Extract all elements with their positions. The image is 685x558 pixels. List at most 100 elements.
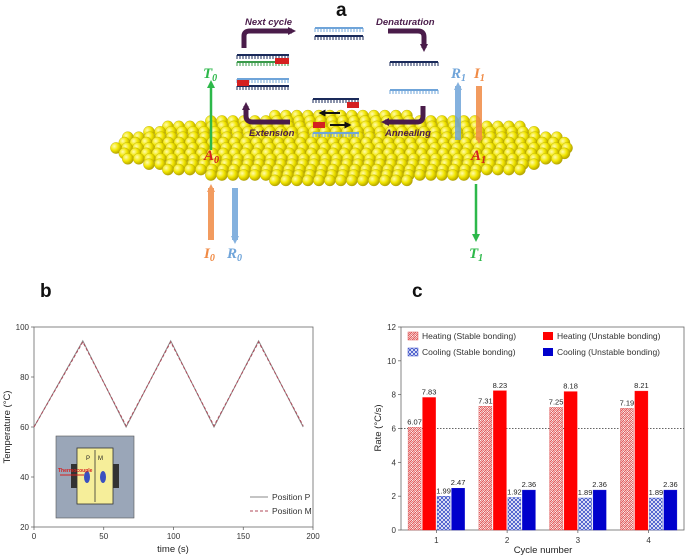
x-tick-label-b: 150: [237, 532, 251, 541]
y-tick-label-c: 8: [392, 391, 397, 400]
gold-nanoparticle: [447, 169, 459, 181]
gold-nanoparticle: [291, 174, 303, 187]
data-label-heating-stable: 7.31: [478, 396, 493, 405]
panel-letter-c: c: [412, 281, 423, 302]
gold-nanoparticle: [249, 169, 261, 181]
bar-cooling-stable: [649, 497, 663, 531]
legend-swatch-cooling-stable: [407, 347, 419, 357]
data-label-cooling-unstable: 2.47: [451, 478, 466, 487]
step-next-cycle: Next cycle: [245, 17, 293, 28]
ylabel-b: Temperature (°C): [2, 391, 13, 464]
legend-c: Heating (Stable bonding) Heating (Unstab…: [407, 331, 661, 357]
gold-nanoparticle: [357, 174, 369, 187]
bar-heating-stable: [549, 407, 563, 531]
y-tick-label-c: 0: [392, 526, 397, 535]
bar-heating-unstable: [422, 397, 436, 531]
gold-nanoparticle: [346, 174, 358, 187]
x-tick-label-c: 4: [646, 536, 651, 545]
bar-heating-unstable: [634, 390, 649, 531]
x-tick-label-c: 3: [576, 536, 581, 545]
next-cycle-arrow: [241, 27, 296, 48]
bar-heating-unstable: [563, 391, 578, 531]
x-tick-label-b: 50: [99, 532, 108, 541]
legend-label-cooling-stable: Cooling (Stable bonding): [422, 347, 516, 357]
bar-cooling-stable: [436, 496, 451, 531]
annealing-arrow: [381, 106, 426, 126]
step-denaturation: Denaturation: [376, 17, 435, 28]
y-tick-label-c: 10: [387, 357, 396, 366]
y-tick-label-c: 6: [392, 425, 397, 434]
bar-heating-stable: [620, 408, 634, 531]
primer-block: [313, 122, 325, 128]
inset-position-m: M: [98, 456, 103, 462]
y-tick-label-b: 40: [20, 473, 29, 482]
bar-cooling-stable: [578, 497, 592, 531]
data-label-heating-unstable: 8.18: [563, 382, 578, 391]
gold-nanoparticle: [184, 163, 196, 176]
label-r0: R0: [226, 246, 242, 264]
data-label-heating-stable: 7.25: [549, 397, 564, 406]
x-tick-label-b: 0: [32, 532, 37, 541]
data-label-heating-unstable: 7.83: [422, 388, 437, 397]
y-tick-label-b: 100: [16, 323, 30, 332]
denaturation-arrow: [388, 28, 428, 52]
gold-nanoparticle: [173, 163, 185, 176]
y-tick-label-c: 12: [387, 323, 396, 332]
gold-nanoparticle: [401, 174, 413, 187]
legend-label-cooling-unstable: Cooling (Unstable bonding): [557, 347, 660, 357]
gold-nanoparticle: [540, 153, 552, 165]
extension-arrow: [242, 102, 290, 125]
gold-nanoparticle: [414, 169, 426, 181]
gold-nanoparticle: [324, 174, 336, 187]
label-a1: A1: [470, 148, 486, 166]
bar-cooling-unstable: [451, 488, 465, 531]
step-extension: Extension: [249, 128, 295, 139]
data-label-cooling-stable: 1.89: [578, 488, 593, 497]
panel-a: a Next cycle Denaturation Extension Anne…: [110, 0, 573, 264]
gold-nanoparticle: [514, 163, 526, 176]
y-tick-label-b: 60: [20, 423, 29, 432]
gold-nanoparticle: [379, 174, 391, 187]
gold-nanoparticle-surface: [110, 109, 573, 187]
panel-letter-a: a: [336, 0, 347, 21]
data-label-cooling-unstable: 2.36: [663, 480, 678, 489]
label-r1: R1: [450, 66, 466, 84]
data-label-heating-unstable: 8.23: [493, 381, 508, 390]
gold-nanoparticle: [390, 174, 402, 187]
x-tick-label-b: 100: [167, 532, 181, 541]
label-i1: I1: [473, 66, 485, 84]
series-line-position-m: [33, 340, 304, 428]
step-annealing: Annealing: [384, 128, 431, 139]
legend-swatch-heating-unstable: [543, 332, 553, 340]
gold-nanoparticle: [162, 163, 174, 176]
data-label-cooling-unstable: 2.36: [592, 480, 607, 489]
gold-nanoparticle: [238, 169, 250, 181]
panel-letter-b: b: [40, 281, 52, 302]
dna-strands: [236, 27, 439, 137]
legend-label-heating-unstable: Heating (Unstable bonding): [557, 331, 661, 341]
gold-nanoparticle: [425, 169, 437, 181]
bar-heating-stable: [407, 427, 422, 531]
gold-nanoparticle: [503, 163, 515, 176]
gold-nanoparticle: [458, 169, 470, 181]
bar-cooling-unstable: [592, 489, 607, 531]
series-lines-b: [33, 339, 304, 429]
label-t0: T0: [203, 66, 217, 84]
bars-c: 6.077.831.992.477.318.231.922.367.258.18…: [407, 381, 678, 531]
bar-cooling-unstable: [663, 489, 678, 531]
gold-nanoparticle: [368, 174, 380, 187]
x-tick-label-c: 1: [434, 536, 439, 545]
data-label-heating-unstable: 8.21: [634, 381, 649, 390]
legend-label-heating-stable: Heating (Stable bonding): [422, 331, 516, 341]
gold-nanoparticle: [122, 153, 134, 165]
ylabel-c: Rate (°C/s): [373, 404, 384, 451]
xlabel-b: time (s): [157, 544, 189, 555]
label-i0: I0: [203, 246, 215, 264]
bar-heating-stable: [478, 406, 493, 531]
gold-nanoparticle: [216, 169, 228, 181]
